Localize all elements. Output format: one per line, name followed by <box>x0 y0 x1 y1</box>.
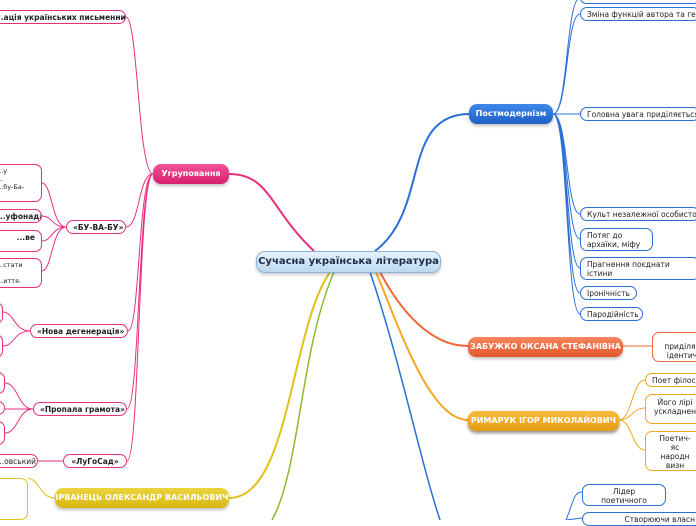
link-nova-items <box>2 311 31 347</box>
lower-right-item-leader[interactable]: Лідер поетичного покоління 90-х <box>582 484 666 506</box>
link-buvabu-items <box>41 182 67 272</box>
topic-irvanets[interactable]: ІРВАНЕЦЬ ОЛЕКСАНДР ВАСИЛЬОВИЧ <box>55 488 229 508</box>
root-topic[interactable]: Сучасна українська література <box>256 251 441 273</box>
link-lower-right-items <box>565 491 583 520</box>
link-root-groups <box>228 173 315 252</box>
topic-groups[interactable]: Угруповання <box>153 164 229 184</box>
lugosad-item-1[interactable]: ...овський <box>0 454 38 468</box>
link-root-lower-right <box>369 271 441 520</box>
link-irvanets-child <box>27 477 56 499</box>
postmodernism-item-archaic-myth[interactable]: Потяг до архаїки, міфу <box>580 228 653 251</box>
postmodernism-item-combine-truths[interactable]: Прагнення поєднати істини різних націй, … <box>580 257 696 280</box>
buvabu-item-bufonada[interactable]: ...уфонада <box>0 209 42 223</box>
group-nova-degeneratsiya[interactable]: «Нова дегенерація» <box>30 324 128 338</box>
link-propala-items <box>4 382 34 434</box>
topic-rymaruk-label[interactable]: РИМАРУК ІГОР МИКОЛАЙОВИЧ <box>468 411 619 431</box>
postmodernism-item-parody[interactable]: Пародійність <box>580 307 643 321</box>
group-buvabu[interactable]: «БУ-ВА-БУ» <box>66 220 126 234</box>
rymaruk-item-lyrics[interactable]: Його лірі ускладнен <box>645 394 696 424</box>
postmodernism-item-main-attention[interactable]: Головна увага приділяється <box>580 107 696 121</box>
group-propala-gramota[interactable]: «Пропала грамота» <box>33 402 127 416</box>
irvanets-child-node[interactable] <box>0 478 28 520</box>
rymaruk-item-poetic[interactable]: Поетич- яс народн визн <box>645 431 696 471</box>
groups-item-writers-association[interactable]: ...ація українських письменників <box>0 10 126 24</box>
buvabu-item-1[interactable]: ...у ... ...бу-Ба- <box>0 164 42 202</box>
link-root-zabuzhko <box>379 271 469 347</box>
link-root-irvanets <box>228 271 331 499</box>
buvabu-item-3[interactable]: ...ве <box>0 230 42 252</box>
link-postmodernism-items <box>552 0 581 315</box>
link-root-rymaruk <box>375 271 469 421</box>
postmodernism-item-top[interactable] <box>580 0 696 4</box>
buvabu-item-4[interactable]: ...стати ...иття. <box>0 258 42 288</box>
rymaruk-item-philosopher[interactable]: Поет філосо <box>645 373 696 387</box>
link-groups-children <box>125 16 154 462</box>
link-root-postmodernism <box>374 113 470 252</box>
link-root-green <box>271 271 335 520</box>
postmodernism-item-irony[interactable]: Іронічність <box>580 286 637 300</box>
postmodernism-item-author-hero[interactable]: Зміна функцій автора та героя <box>580 7 696 21</box>
topic-zabuzhko[interactable]: ЗАБУЖКО ОКСАНА СТЕФАНІВНА <box>468 337 623 357</box>
postmodernism-item-cult-personality[interactable]: Культ незалежної особистості <box>580 207 696 221</box>
zabuzhko-item-identity[interactable]: приділяє ідентич <box>652 332 696 362</box>
topic-postmodernism[interactable]: Постмодернізм <box>469 104 553 124</box>
group-lugosad[interactable]: «ЛуГоСад» <box>63 454 127 468</box>
lower-right-item-creating[interactable]: Створюючи власн <box>582 512 696 526</box>
link-rymaruk-items <box>618 379 646 451</box>
